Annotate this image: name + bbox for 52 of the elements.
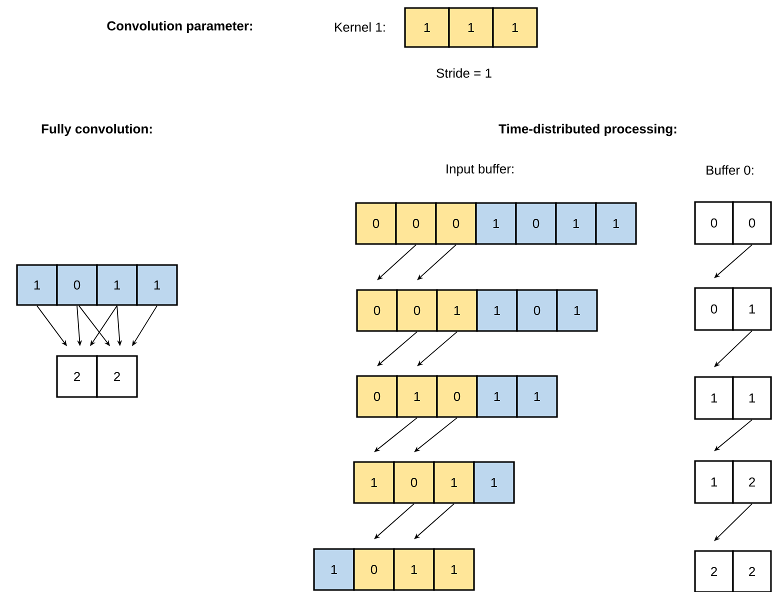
number-cell: 2	[732, 460, 772, 504]
number-cell: 0	[356, 375, 398, 418]
number-cell: 1	[313, 548, 355, 591]
number-cell: 1	[433, 461, 475, 504]
number-cell: 0	[732, 201, 772, 245]
number-cell: 0	[436, 375, 478, 418]
number-cell: 1	[516, 375, 558, 418]
number-cell: 1	[433, 548, 475, 591]
number-cell: 1	[436, 289, 478, 332]
number-cell: 1	[694, 376, 734, 420]
number-cell: 0	[435, 202, 477, 245]
label: Kernel 1:	[335, 22, 385, 32]
number-cell: 0	[395, 202, 437, 245]
number-cell: 1	[555, 202, 597, 245]
number-cell: 1	[595, 202, 637, 245]
number-cell: 0	[353, 548, 395, 591]
number-cell: 1	[556, 289, 598, 332]
number-cell: 1	[396, 375, 438, 418]
number-cell: 1	[732, 287, 772, 331]
number-cell: 2	[96, 355, 138, 398]
label: Input buffer:	[446, 164, 514, 176]
number-cell: 1	[448, 7, 494, 48]
number-cell: 2	[694, 550, 734, 592]
number-cell: 1	[476, 375, 518, 418]
number-cell: 0	[516, 289, 558, 332]
number-cell: 1	[473, 461, 515, 504]
number-cell: 1	[136, 264, 178, 306]
number-cell: 0	[393, 461, 435, 504]
number-cell: 1	[16, 264, 58, 306]
heading: Convolution parameter:	[107, 20, 252, 34]
number-cell: 1	[404, 7, 450, 48]
number-cell: 1	[393, 548, 435, 591]
heading: Fully convolution:	[42, 124, 152, 136]
number-cell: 1	[475, 202, 517, 245]
number-cell: 2	[732, 550, 772, 592]
heading: Time-distributed processing:	[498, 124, 676, 136]
number-cell: 0	[694, 287, 734, 331]
number-cell: 1	[96, 264, 138, 306]
number-cell: 0	[356, 289, 398, 332]
number-cell: 1	[694, 460, 734, 504]
label: Buffer 0:	[706, 165, 754, 175]
number-cell: 1	[732, 376, 772, 420]
number-cell: 0	[396, 289, 438, 332]
number-cell: 0	[515, 202, 557, 245]
number-cell: 0	[355, 202, 397, 245]
label: Stride = 1	[436, 68, 492, 78]
number-cell: 1	[353, 461, 395, 504]
number-cell: 0	[694, 201, 734, 245]
number-cell: 2	[56, 355, 98, 398]
number-cell: 1	[492, 7, 538, 48]
number-cell: 1	[476, 289, 518, 332]
number-cell: 0	[56, 264, 98, 306]
